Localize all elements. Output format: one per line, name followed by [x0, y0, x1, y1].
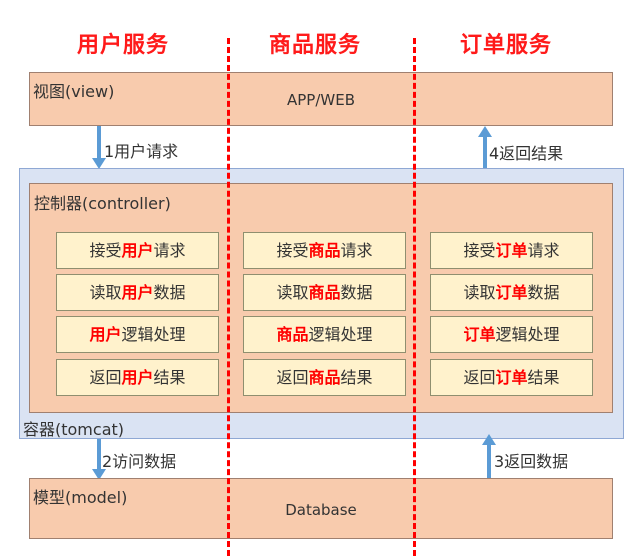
cell-order-1: 读取订单数据 [430, 274, 593, 311]
arrow-label-1: 1用户请求 [104, 142, 179, 161]
arrow-label-4: 4返回结果 [489, 144, 564, 163]
cell-user-3: 返回用户结果 [56, 359, 219, 396]
model-layer-center: Database [285, 501, 357, 519]
divider-right [413, 38, 416, 556]
arrow-down-1 [92, 126, 106, 169]
container-layer-label: 容器(tomcat) [23, 420, 125, 439]
arrow-down-2 [92, 439, 106, 480]
cell-order-2: 订单逻辑处理 [430, 316, 593, 353]
cell-order-0: 接受订单请求 [430, 232, 593, 269]
cell-product-3: 返回商品结果 [243, 359, 406, 396]
cell-user-0: 接受用户请求 [56, 232, 219, 269]
arrow-label-3: 3返回数据 [494, 452, 569, 471]
cell-product-0: 接受商品请求 [243, 232, 406, 269]
view-layer-label: 视图(view) [33, 82, 115, 101]
view-layer: 视图(view) APP/WEB [29, 72, 613, 126]
divider-left [227, 38, 230, 556]
cell-order-3: 返回订单结果 [430, 359, 593, 396]
cell-user-1: 读取用户数据 [56, 274, 219, 311]
view-layer-center: APP/WEB [286, 91, 355, 109]
cell-product-2: 商品逻辑处理 [243, 316, 406, 353]
cell-user-2: 用户逻辑处理 [56, 316, 219, 353]
model-layer: 模型(model) Database [29, 478, 613, 539]
controller-layer-label: 控制器(controller) [34, 194, 171, 213]
arrow-up-4 [478, 126, 492, 170]
header-order-service: 订单服务 [459, 33, 552, 58]
header-user-service: 用户服务 [76, 33, 169, 58]
model-layer-label: 模型(model) [33, 488, 128, 507]
header-product-service: 商品服务 [268, 33, 361, 58]
arrow-label-2: 2访问数据 [102, 452, 177, 471]
arrow-up-3 [482, 434, 496, 480]
cell-product-1: 读取商品数据 [243, 274, 406, 311]
